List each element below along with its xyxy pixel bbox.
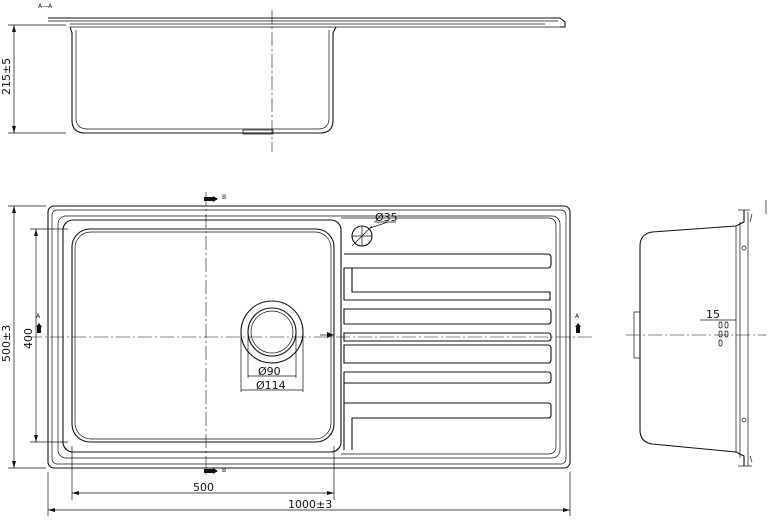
svg-text:B: B (222, 467, 226, 474)
overall-width-dimension: 500±3 (0, 325, 13, 362)
tap-hole-dimension: Ø35 (375, 211, 398, 224)
overall-length-dimension: 1000±3 (288, 498, 332, 511)
flange-dimension: 15 (706, 308, 720, 321)
waste-inner-dimension: Ø90 (258, 365, 281, 378)
svg-text:B: B (222, 194, 226, 201)
drainer-grooves (343, 253, 552, 450)
section-marker-a-left: A (36, 313, 42, 333)
bowl-length-dimension: 500 (193, 481, 214, 494)
waste-outlet: Ø90 Ø114 (240, 300, 304, 392)
side-view: 15 (626, 200, 767, 467)
svg-text:A: A (575, 313, 580, 320)
svg-text:A: A (36, 313, 41, 320)
depth-dimension: 215±5 (0, 58, 13, 95)
section-rim (48, 17, 566, 28)
tap-hole: Ø35 (351, 211, 398, 247)
side-bowl (639, 210, 745, 466)
sink-outline (47, 205, 571, 469)
section-marker-b-top: B (204, 194, 226, 202)
plan-view: Ø35 Ø90 Ø114 A A (0, 192, 592, 516)
section-view: A—A 215±5 (0, 3, 566, 152)
section-marker-a-right: A (575, 313, 581, 333)
section-marker-b-bottom: B (204, 467, 226, 474)
section-label: A—A (38, 3, 53, 10)
bowl-width-dimension: 400 (22, 328, 35, 349)
bowl-outline (62, 219, 342, 453)
overflow-slots (718, 321, 729, 347)
section-bowl (69, 26, 337, 134)
waste-outer-dimension: Ø114 (256, 379, 286, 392)
